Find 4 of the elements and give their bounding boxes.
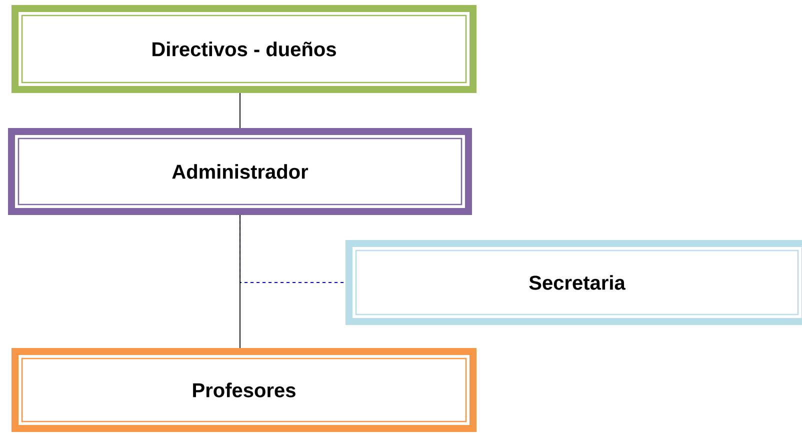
org-box: Profesores [12, 348, 476, 432]
org-box: Administrador [8, 128, 472, 215]
org-box: Secretaria [346, 240, 802, 325]
org-box: Directivos - dueños [12, 5, 476, 93]
